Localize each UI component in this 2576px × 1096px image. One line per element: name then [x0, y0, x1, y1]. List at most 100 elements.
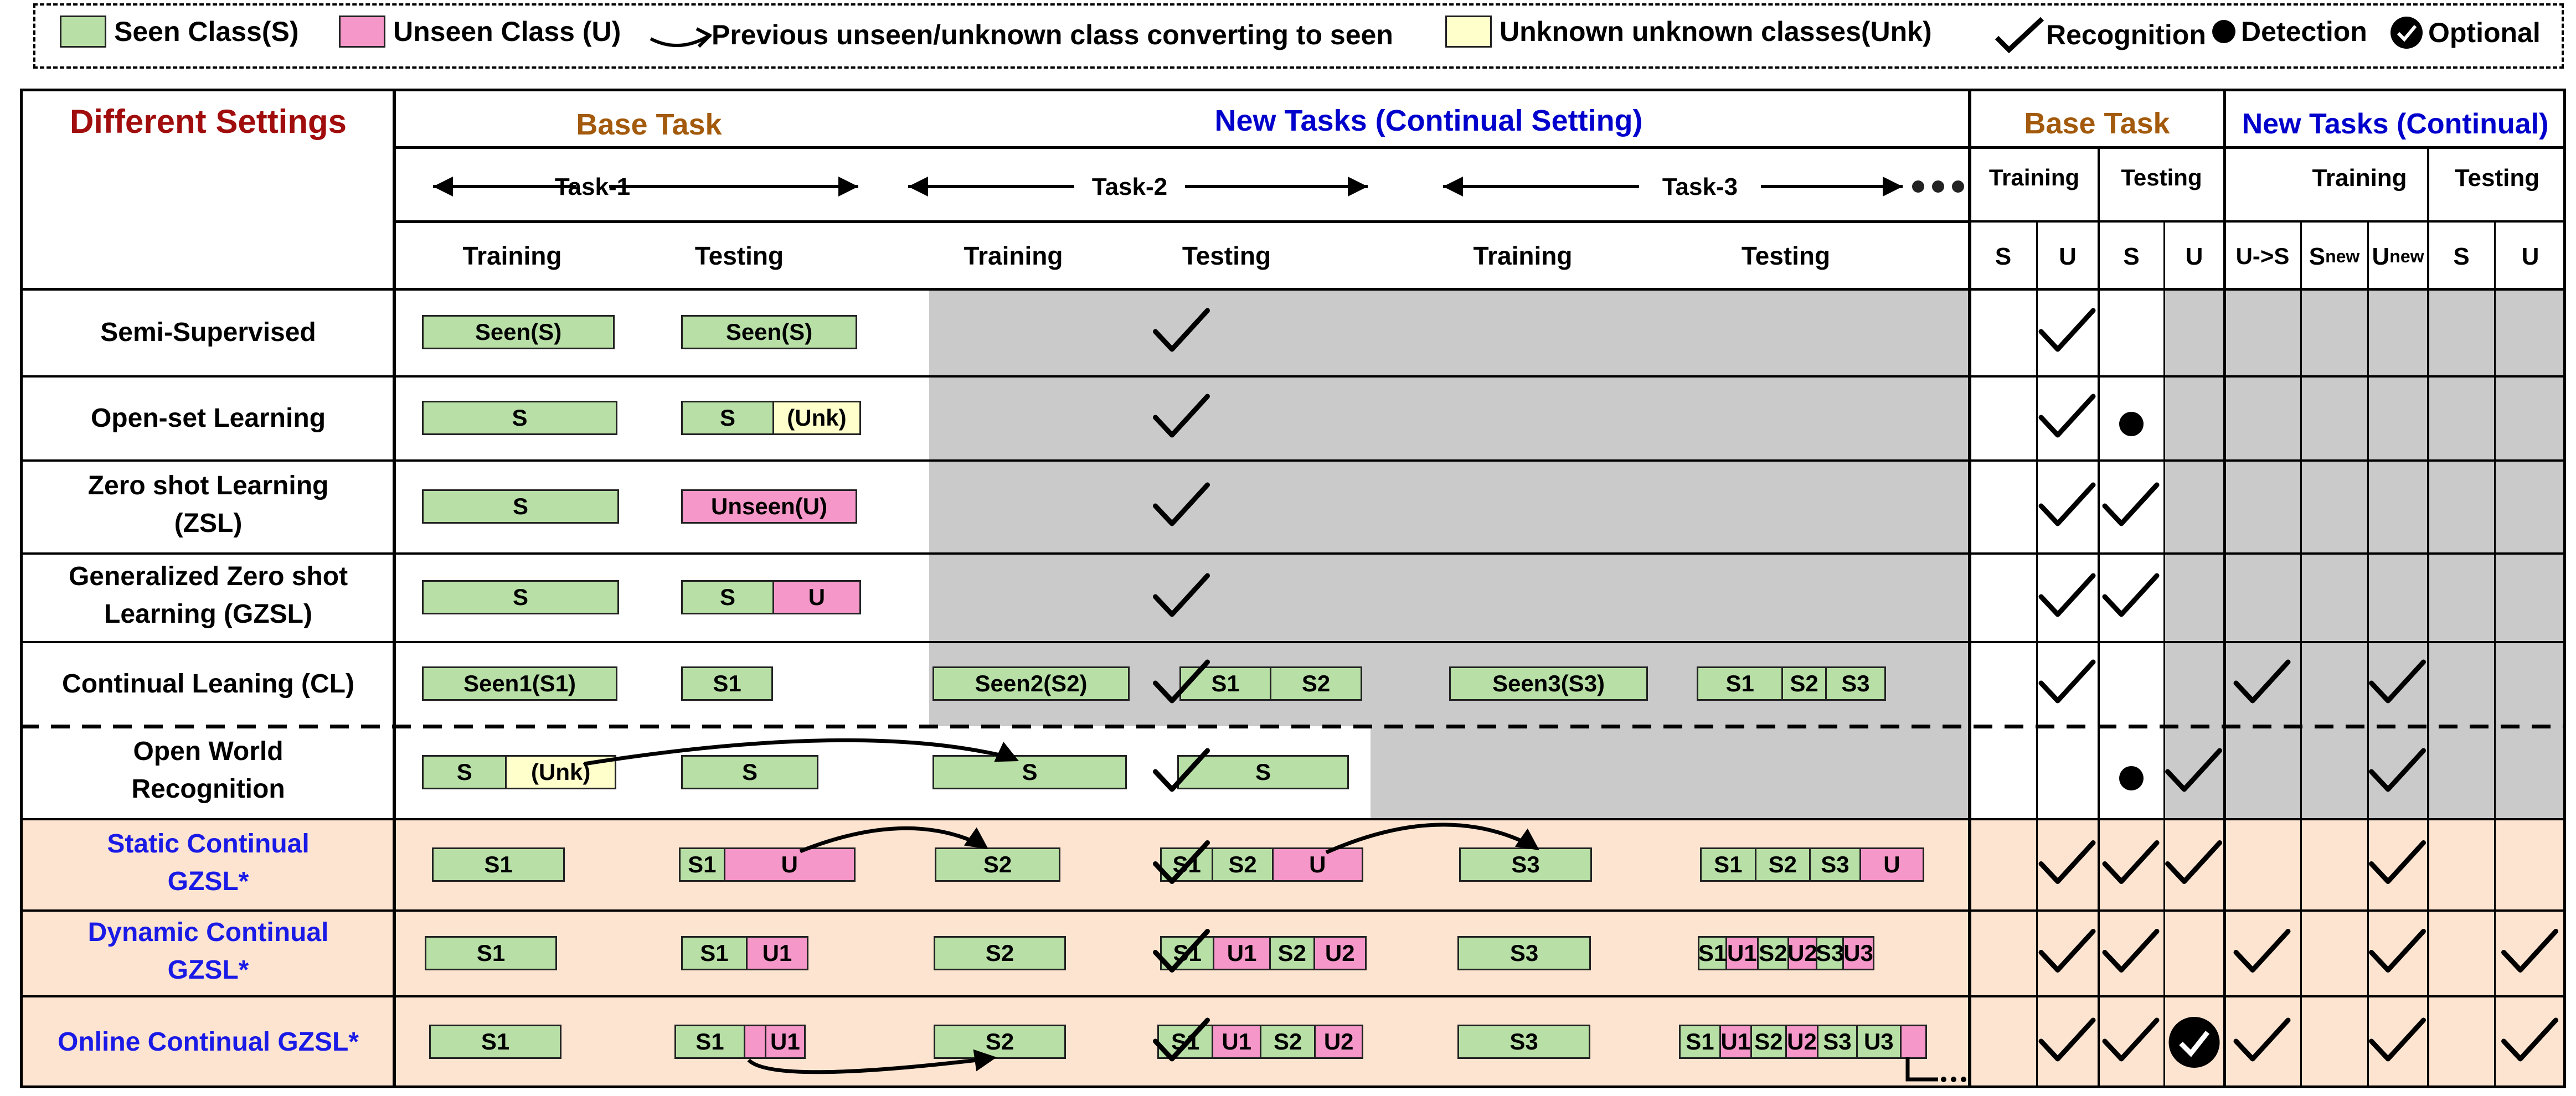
- row-label: Learning (GZSL): [104, 599, 312, 629]
- grid-line: [20, 375, 2566, 378]
- class-block: Seen(S): [422, 315, 615, 349]
- column-training: Training: [462, 241, 562, 271]
- legend-unseen-label: Unseen Class (U): [393, 16, 621, 47]
- inactive-cell: [2164, 726, 2566, 819]
- col-u-new-main: U: [2372, 242, 2390, 270]
- row-label: (ZSL): [174, 509, 243, 538]
- task-label-3: Task-3: [1662, 173, 1738, 200]
- class-block: Unseen(U): [681, 489, 857, 524]
- task-label-2: Task-2: [1091, 173, 1168, 200]
- seen-segment: S1: [431, 1026, 560, 1057]
- header-right-base-task: Base Task: [2024, 107, 2170, 141]
- seen-segment: S2: [936, 849, 1059, 880]
- seen-segment: Seen(S): [683, 317, 856, 348]
- inactive-cell: [2164, 461, 2566, 554]
- seen-segment: S2: [1261, 1026, 1316, 1057]
- unseen-segment: U1: [1213, 1026, 1261, 1057]
- check-icon: [1995, 17, 2044, 54]
- legend-unknown: Unknown unknown classes(Unk): [1445, 15, 1932, 48]
- seen-segment: Seen1(S1): [424, 668, 616, 699]
- grid-line: [20, 818, 2566, 820]
- column-training: Training: [964, 241, 1063, 271]
- seen-segment: S1: [1681, 1026, 1721, 1057]
- grid-line: [20, 995, 2566, 997]
- class-block: S3: [1457, 1025, 1590, 1059]
- seen-segment: S2: [1270, 937, 1315, 969]
- legend-unseen: Unseen Class (U): [339, 15, 621, 48]
- row-label: Open-set Learning: [90, 404, 326, 433]
- class-block: Seen1(S1): [422, 666, 617, 701]
- col-col_s: S: [2123, 242, 2140, 270]
- legend-optional-label: Optional: [2428, 17, 2541, 48]
- grid-line: [20, 287, 2566, 291]
- seen-segment: S2: [1751, 1026, 1787, 1057]
- unseen-segment: U1: [766, 1026, 804, 1057]
- unseen-segment: U1: [747, 937, 807, 969]
- column-testing: Testing: [1182, 241, 1271, 271]
- grid-line: [2427, 147, 2429, 1088]
- col-col_s: S: [1995, 242, 2012, 270]
- inactive-cell: [2164, 289, 2566, 376]
- legend-unknown-swatch: [1445, 15, 1492, 48]
- seen-segment: S1: [1702, 849, 1756, 880]
- seen-segment: S2: [1213, 849, 1274, 880]
- seen-segment: S3: [1826, 668, 1884, 699]
- seen-segment: S1: [434, 849, 563, 880]
- unseen-segment: [1901, 1026, 1926, 1057]
- seen-segment: Seen3(S3): [1451, 668, 1646, 699]
- grid-line: [2493, 221, 2496, 1088]
- class-block: S1 U1: [674, 1025, 806, 1059]
- row-label: Open World: [133, 737, 284, 766]
- class-block: S1: [432, 847, 565, 882]
- seen-segment: S1: [676, 1026, 745, 1057]
- row-label: Recognition: [131, 774, 285, 804]
- seen-segment: S2: [1758, 937, 1789, 969]
- unseen-segment: U2: [1787, 937, 1817, 969]
- row-label: Zero shot Learning: [87, 471, 329, 500]
- inactive-region: [929, 289, 1970, 726]
- unknown-segment: (Unk): [774, 402, 859, 433]
- column-testing: Testing: [1741, 241, 1831, 271]
- seen-segment: S1: [426, 937, 555, 969]
- legend-unseen-swatch: [339, 15, 385, 48]
- right-new-training: Training: [2312, 164, 2407, 192]
- inactive-cell: [2164, 376, 2566, 461]
- col-col_u: U: [2185, 242, 2203, 270]
- row-label: Online Continual GZSL*: [58, 1027, 359, 1057]
- seen-segment: U3: [1857, 1026, 1902, 1057]
- grid-line: [1970, 220, 2566, 223]
- inactive-cell: [2164, 642, 2566, 726]
- seen-segment: S: [424, 757, 507, 788]
- legend-detection: Detection: [2212, 15, 2367, 48]
- grid-line: [2300, 221, 2302, 1088]
- right-testing: Testing: [2121, 164, 2202, 190]
- seen-segment: Seen2(S2): [934, 668, 1128, 699]
- curved-arrow-icon: [650, 27, 712, 48]
- unseen-segment: Unseen(U): [683, 491, 856, 522]
- grid-line: [2367, 221, 2369, 1088]
- row-label: Semi-Supervised: [100, 318, 316, 347]
- row-label: Continual Leaning (CL): [62, 669, 354, 699]
- row-label: GZSL*: [167, 866, 249, 896]
- class-block: S: [422, 580, 619, 614]
- seen-segment: S2: [1783, 668, 1827, 699]
- right-training: Training: [1988, 164, 2080, 190]
- seen-segment: S: [683, 402, 774, 433]
- legend-seen-label: Seen Class(S): [114, 16, 299, 47]
- legend-detection-label: Detection: [2241, 16, 2367, 47]
- class-block: S3: [1457, 935, 1591, 970]
- grid-line: [394, 146, 2566, 149]
- seen-segment: S: [683, 582, 774, 613]
- seen-segment: S1: [683, 937, 748, 969]
- seen-segment: S3: [1818, 1026, 1858, 1057]
- seen-segment: S2: [1271, 668, 1361, 699]
- unseen-segment: U1: [1721, 1026, 1752, 1057]
